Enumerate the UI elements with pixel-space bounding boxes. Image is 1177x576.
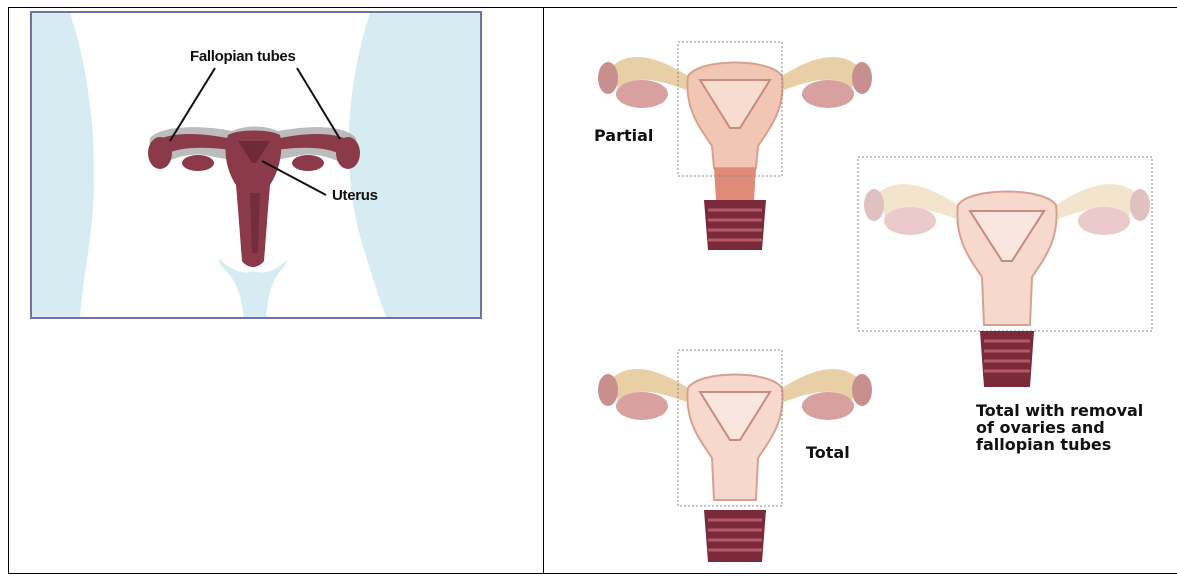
label-total: Total	[806, 444, 850, 461]
table-top-border	[8, 7, 1177, 8]
table-left-border	[8, 7, 9, 574]
label-total-removal-line1: Total with removal	[976, 402, 1143, 419]
label-total-removal-line2: of ovaries and	[976, 419, 1143, 436]
label-total-removal-line3: fallopian tubes	[976, 436, 1143, 453]
left-diagram-panel: Fallopian tubes Uterus	[30, 11, 482, 319]
uterus-total-removal-illustration	[858, 155, 1168, 395]
label-fallopian-tubes: Fallopian tubes	[190, 48, 296, 65]
table-middle-border	[543, 7, 544, 574]
table-bottom-border	[8, 573, 1177, 574]
label-partial: Partial	[594, 127, 653, 144]
label-uterus: Uterus	[332, 187, 378, 204]
label-total-removal: Total with removal of ovaries and fallop…	[976, 402, 1143, 453]
